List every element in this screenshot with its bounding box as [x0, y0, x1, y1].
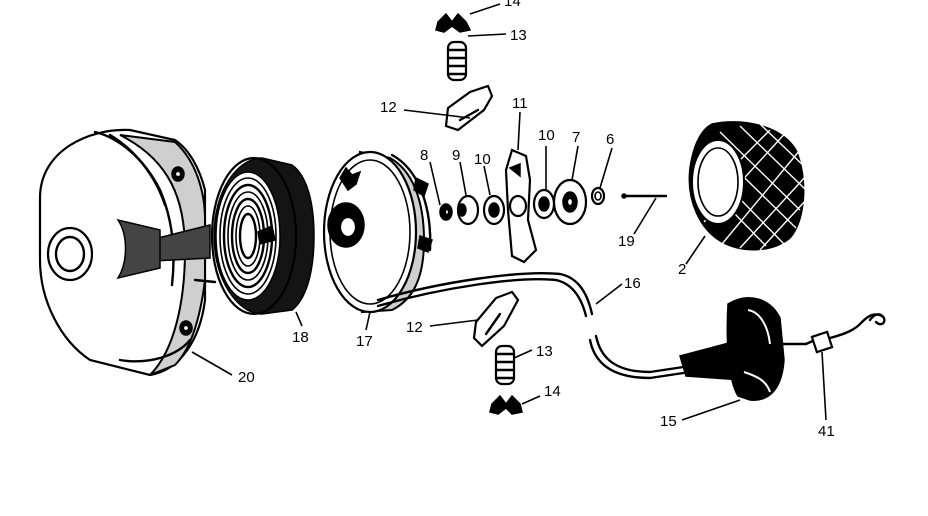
label-part-14-top: 14 [504, 0, 521, 10]
washer-part-10-right [532, 188, 556, 220]
label-part-2: 2 [678, 261, 686, 278]
washer-part-8 [439, 203, 453, 221]
label-part-13-bottom: 13 [536, 343, 553, 360]
label-part-20: 20 [238, 369, 255, 386]
label-part-12-bottom: 12 [406, 319, 423, 336]
washer-part-7 [552, 178, 588, 226]
spring-part-13-top [446, 40, 468, 82]
pawl-part-12-top [444, 84, 494, 132]
recoil-spring-part-18 [210, 156, 315, 316]
leader-lines [191, 3, 827, 421]
label-part-11: 11 [512, 95, 528, 112]
label-part-6: 6 [606, 131, 614, 148]
retainer-clip-part-14-top [435, 12, 472, 33]
starter-cup-part-2 [688, 121, 807, 251]
starter-housing-part-20 [38, 128, 217, 377]
cable-end-part-41 [804, 313, 886, 354]
label-part-8: 8 [420, 147, 428, 164]
starter-rope-part-16 [376, 272, 692, 380]
label-part-14-bottom: 14 [544, 383, 561, 400]
spring-part-13-bottom [494, 344, 516, 386]
retainer-clip-part-14-bottom [489, 394, 523, 415]
spacer-part-9 [456, 194, 480, 226]
starter-handle-part-15 [679, 297, 808, 401]
label-part-12-top: 12 [380, 99, 397, 116]
pin-part-19 [621, 193, 668, 199]
label-part-7: 7 [572, 129, 580, 146]
label-part-13-top: 13 [510, 27, 527, 44]
label-part-18: 18 [292, 329, 309, 346]
pawl-part-12-bottom [472, 290, 520, 348]
cam-plate-part-11 [504, 148, 538, 264]
label-part-10-right: 10 [538, 127, 555, 144]
label-part-9: 9 [452, 147, 460, 164]
label-part-41: 41 [818, 423, 835, 440]
label-part-17: 17 [356, 333, 373, 350]
washer-part-10-left [482, 194, 506, 226]
pulley-part-17 [322, 150, 433, 314]
part-labels: 20 18 17 12 14 13 11 8 9 10 10 7 6 19 2 … [238, 0, 835, 440]
label-part-10-left: 10 [474, 151, 491, 168]
label-part-15: 15 [660, 413, 677, 430]
label-part-19: 19 [618, 233, 635, 250]
retaining-ring-part-6 [590, 186, 606, 206]
label-part-16: 16 [624, 275, 641, 292]
